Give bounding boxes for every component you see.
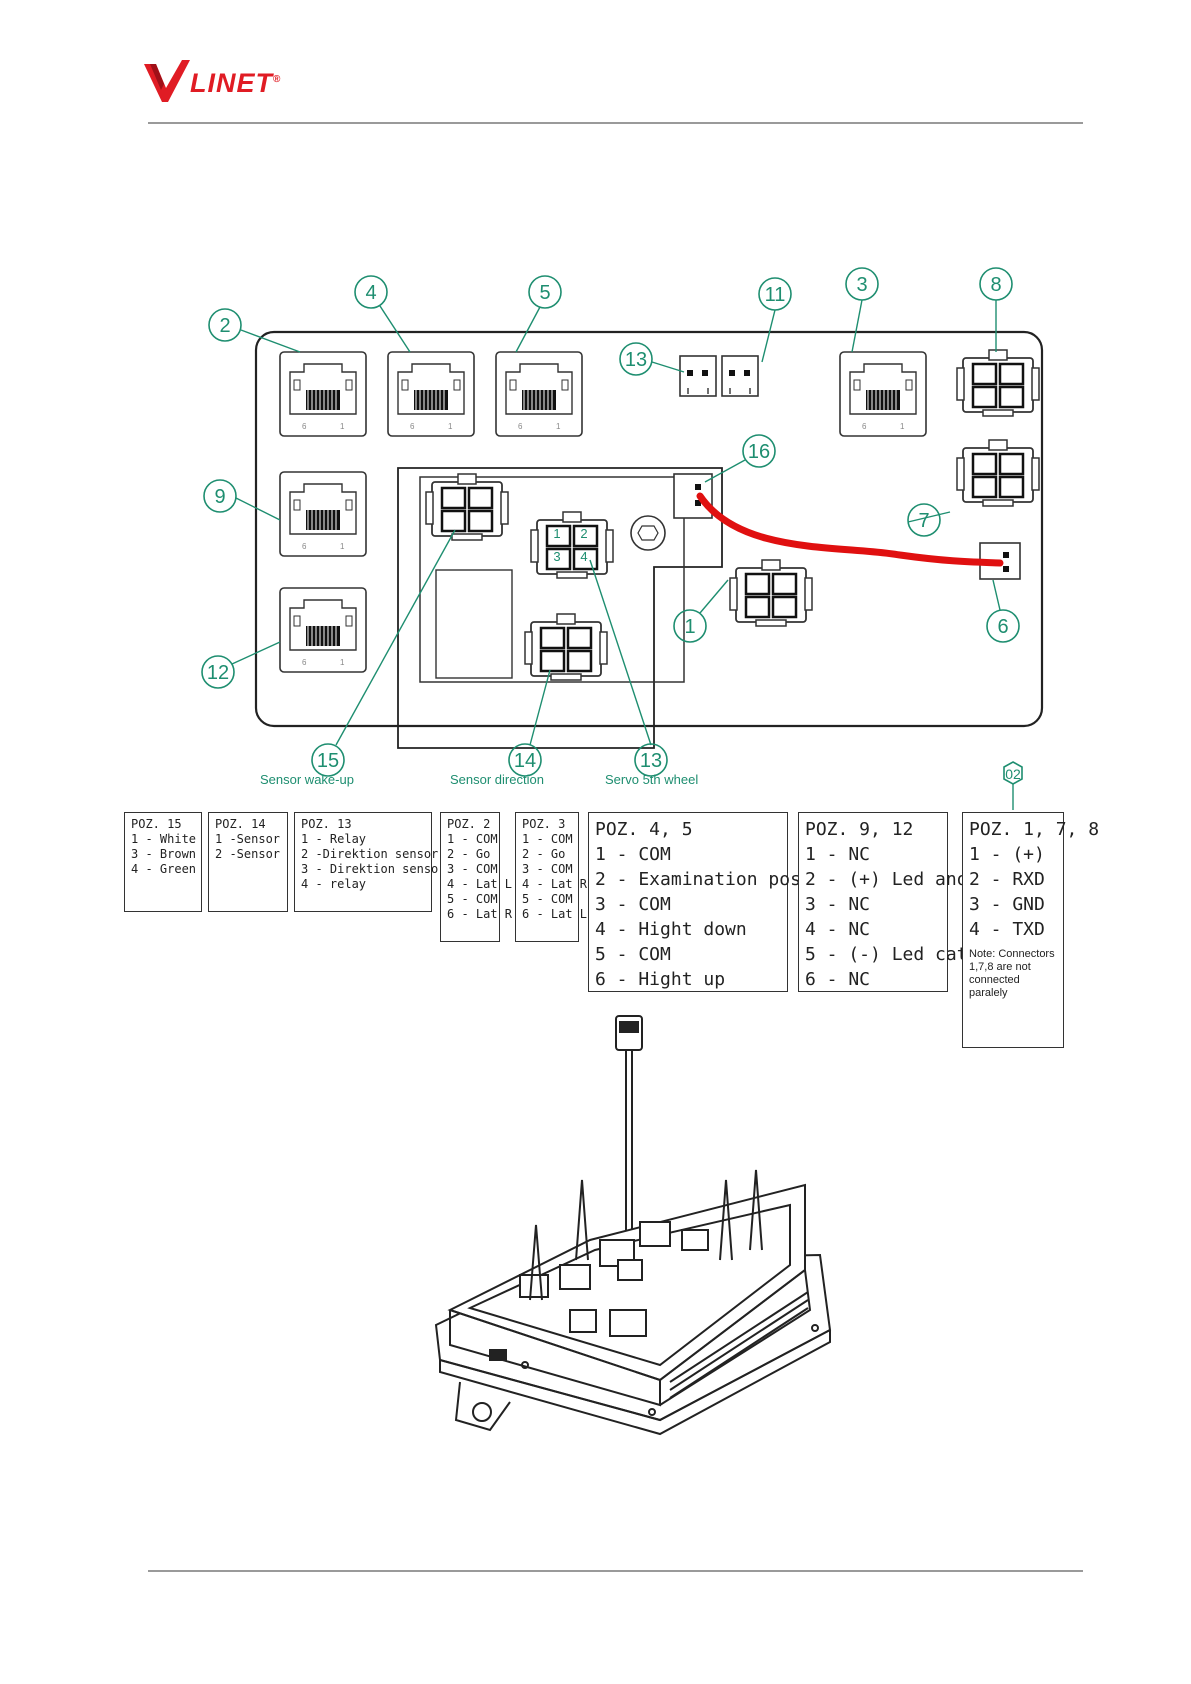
callout-16: 16 (748, 441, 770, 463)
table-poz-13: POZ. 13 1 - Relay 2 -Direktion sensor 3 … (294, 812, 446, 912)
control-box-isometric-drawing (434, 1015, 832, 1436)
caption-sensor-wake-up: Sensor wake-up (260, 772, 354, 787)
callout-9: 9 (214, 486, 225, 508)
callout-13-top: 13 (625, 349, 647, 371)
callout-2: 2 (219, 315, 230, 337)
pin-num-4: 4 (580, 549, 587, 564)
callout-14: 14 (514, 750, 536, 772)
callout-7: 7 (918, 510, 929, 532)
callout-02: 02 (1005, 766, 1021, 782)
callout-15: 15 (317, 750, 339, 772)
callout-11: 11 (765, 284, 786, 306)
table-poz-4-5: POZ. 4, 5 1 - COM 2 - Examination positi… (588, 812, 855, 992)
table-poz-14: POZ. 14 1 -Sensor 2 -Sensor (208, 812, 288, 912)
pin-num-1: 1 (553, 526, 560, 541)
footer-rule (148, 1570, 1083, 1572)
callout-8: 8 (990, 274, 1001, 296)
pin-num-3: 3 (553, 549, 560, 564)
callout-13-bottom: 13 (640, 750, 662, 772)
connector-note: Note: Connectors 1,7,8 are not connected… (969, 948, 1055, 999)
table-poz-9-12: POZ. 9, 12 1 - NC 2 - (+) Led anode 3 - … (798, 812, 1011, 992)
table-poz-15: POZ. 15 1 - White 3 - Brown 4 - Green (124, 812, 202, 912)
table-poz-3: POZ. 3 1 - COM 2 - Go 3 - COM 4 - Lat R … (515, 812, 587, 942)
table-poz-2: POZ. 2 1 - COM 2 - Go 3 - COM 4 - Lat L … (440, 812, 512, 942)
callout-5: 5 (539, 282, 550, 304)
pin-num-2: 2 (580, 526, 587, 541)
connector-board-diagram: 6 1 (201, 267, 1044, 810)
linet-logo-text: LINET® (190, 68, 282, 98)
header-rule (148, 122, 1083, 124)
callout-6: 6 (997, 616, 1008, 638)
callout-12: 12 (207, 662, 229, 684)
table-poz-1-7-8: POZ. 1, 7, 8 1 - (+) 2 - RXD 3 - GND 4 -… (962, 812, 1099, 1048)
linet-logo-mark (144, 60, 190, 102)
callout-1: 1 (684, 616, 695, 638)
callout-4: 4 (365, 282, 376, 304)
caption-servo-5th-wheel: Servo 5th wheel (605, 772, 699, 787)
caption-sensor-direction: Sensor direction (450, 772, 544, 787)
callout-3: 3 (856, 274, 867, 296)
